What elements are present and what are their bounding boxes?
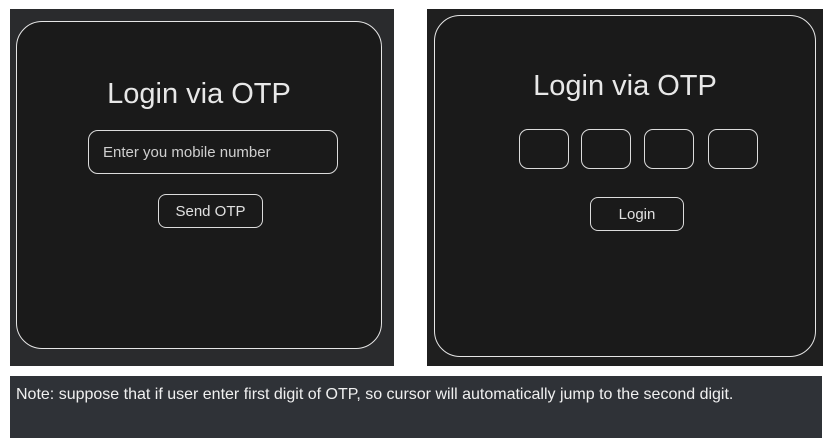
otp-digit-4[interactable] bbox=[708, 129, 758, 169]
send-otp-screen: Login via OTP Send OTP bbox=[10, 9, 394, 366]
login-button[interactable]: Login bbox=[590, 197, 684, 231]
send-otp-button[interactable]: Send OTP bbox=[158, 194, 263, 228]
login-card: Login via OTP Send OTP bbox=[16, 21, 382, 349]
note-text: Note: suppose that if user enter first d… bbox=[10, 376, 822, 438]
otp-digit-2[interactable] bbox=[581, 129, 631, 169]
page-title: Login via OTP bbox=[107, 78, 291, 110]
login-card: Login via OTP Login bbox=[434, 15, 816, 357]
otp-digit-1[interactable] bbox=[519, 129, 569, 169]
page-title: Login via OTP bbox=[533, 70, 717, 102]
mobile-number-input[interactable] bbox=[88, 130, 338, 174]
otp-digit-3[interactable] bbox=[644, 129, 694, 169]
verify-otp-screen: Login via OTP Login bbox=[427, 9, 823, 366]
